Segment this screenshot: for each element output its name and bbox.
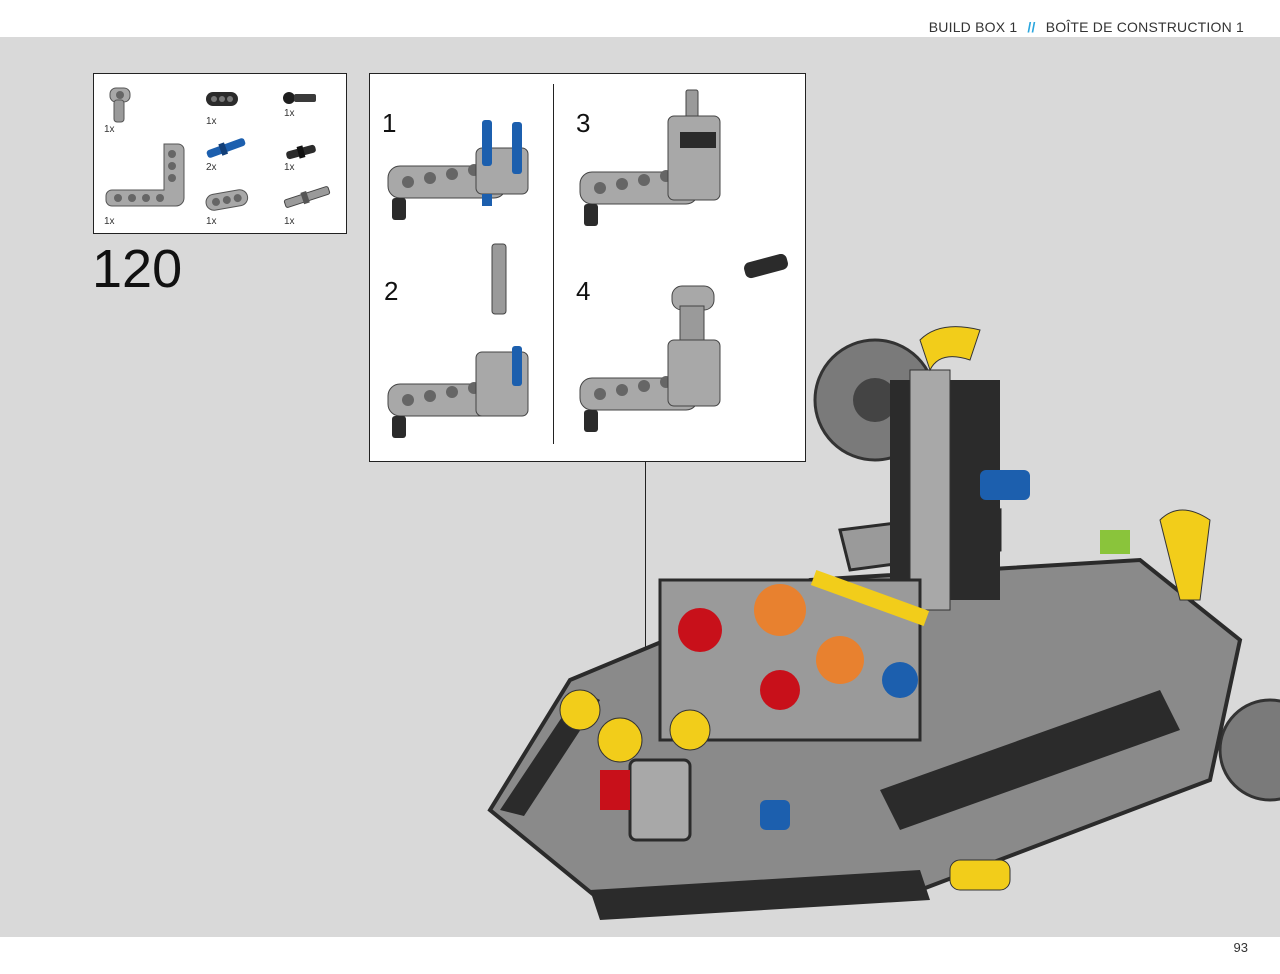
substep-label: 3 xyxy=(576,108,591,138)
sub-divider xyxy=(553,84,554,444)
substep-4-illustration xyxy=(579,254,788,432)
ball-pin-icon xyxy=(283,92,316,104)
page-footer: 93 xyxy=(0,937,1280,974)
black-pin-icon xyxy=(286,144,316,160)
callout-line xyxy=(645,462,646,792)
substep-3-illustration xyxy=(579,89,721,226)
part-qty: 1x xyxy=(284,108,295,119)
beam-icon xyxy=(205,189,249,211)
part-qty: 1x xyxy=(284,162,295,173)
l-beam-icon xyxy=(105,143,185,207)
part-qty: 1x xyxy=(104,124,115,135)
step-number: 120 xyxy=(92,239,183,299)
model-illustration xyxy=(487,326,1280,920)
build-box-en: BUILD BOX 1 xyxy=(928,19,1018,35)
angle-connector-icon xyxy=(109,87,131,123)
black-beam-icon xyxy=(206,92,238,106)
blue-pin-icon xyxy=(206,138,246,158)
substep-label: 4 xyxy=(576,276,591,306)
part-qty: 1x xyxy=(206,216,217,227)
substep-2-illustration xyxy=(387,243,529,438)
part-qty: 2x xyxy=(206,162,217,173)
parts-list: 1x 1x 1x 2x 1x 1x 1x xyxy=(93,73,347,234)
page-number: 93 xyxy=(1233,940,1248,955)
substep-label: 2 xyxy=(384,276,399,306)
axle-pin-icon xyxy=(283,186,331,208)
build-box-title: BUILD BOX 1 // BOÎTE DE CONSTRUCTION 1 xyxy=(929,19,1244,35)
part-qty: 1x xyxy=(206,116,217,127)
part-qty: 1x xyxy=(284,216,295,227)
separator: // xyxy=(1027,19,1036,35)
sub-assembly-box: 1 2 3 4 xyxy=(369,73,806,462)
substep-label: 1 xyxy=(382,108,397,138)
part-qty: 1x xyxy=(104,216,115,227)
build-box-fr: BOÎTE DE CONSTRUCTION 1 xyxy=(1045,19,1244,35)
substep-1-illustration xyxy=(387,120,529,220)
page-header: BUILD BOX 1 // BOÎTE DE CONSTRUCTION 1 xyxy=(0,0,1280,37)
